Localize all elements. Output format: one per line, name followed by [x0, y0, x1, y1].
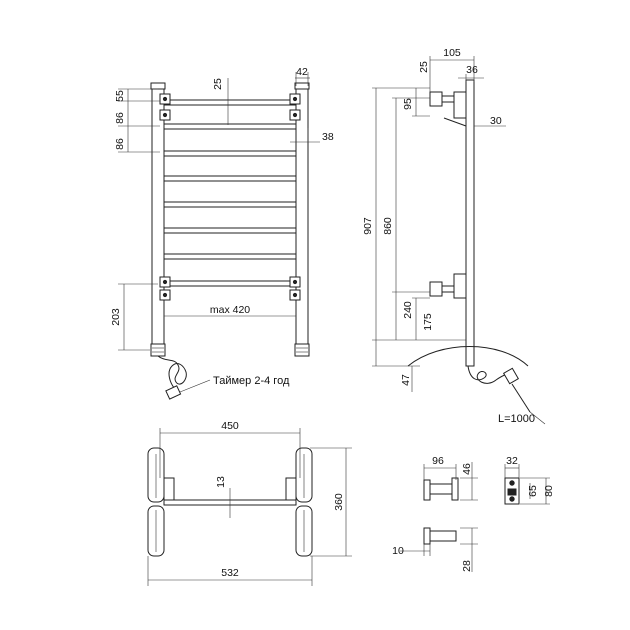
dim-plate-width: 32 [506, 455, 518, 467]
cable-length-label: L=1000 [498, 413, 535, 425]
dim-lower-mount: 240 [402, 301, 414, 319]
dim-tube: 36 [466, 64, 478, 76]
upper-wall-plate [429, 91, 443, 107]
dim-overall-depth: 360 [333, 493, 345, 511]
side-cable [467, 365, 513, 384]
side-dimensions [372, 56, 506, 392]
right-foot-cap [294, 343, 310, 357]
bracket-detail: 96 46 32 65 80 10 28 [392, 455, 555, 572]
timer-cable [157, 355, 187, 391]
dim-hole-spacing: 65 [527, 485, 539, 497]
dim-lower-bracket: 175 [422, 313, 434, 331]
detail-wall-plate [423, 479, 431, 501]
left-top-cap [150, 82, 166, 90]
dim-depth-total: 105 [443, 47, 461, 59]
front-view: 25 42 55 86 86 38 203 max 420 Таймер 2-4… [110, 66, 334, 400]
top-dimensions [147, 428, 352, 586]
detail-dimensions [400, 462, 550, 572]
dim-bracket-gap: 25 [418, 61, 430, 73]
dim-total-height: 907 [362, 217, 374, 235]
top-bar-slots [155, 454, 305, 552]
floor-curve [407, 346, 529, 367]
side-upright [465, 79, 475, 367]
top-left-bracket [163, 477, 175, 503]
dim-tube-dia: 13 [215, 476, 227, 488]
top-view: 450 13 360 532 [147, 420, 352, 586]
right-upright [295, 85, 309, 353]
timer-leader [179, 379, 211, 393]
dim-stem: 10 [392, 545, 404, 557]
dim-top-gap: 25 [212, 78, 224, 90]
dim-detail-height: 46 [461, 463, 473, 475]
dim-spacing-1: 86 [114, 112, 126, 124]
dim-max-width: max 420 [210, 304, 250, 316]
dim-spacing-2: 86 [114, 138, 126, 150]
side-view: 105 25 36 95 30 907 860 240 175 47 L=100… [362, 47, 546, 425]
lower-wall-plate [429, 281, 443, 297]
front-dimensions [118, 72, 320, 351]
dim-bar-depth: 38 [322, 131, 334, 143]
dim-floor-gap: 47 [400, 374, 412, 386]
left-foot-cap [150, 343, 166, 357]
dim-side-width: 42 [296, 66, 308, 78]
top-right-bracket [285, 477, 297, 503]
rungs [163, 99, 297, 287]
right-top-cap [294, 82, 310, 90]
dim-mount-distance: 860 [382, 217, 394, 235]
dim-stem-height: 28 [461, 560, 473, 572]
dim-mount-width: 450 [221, 420, 239, 432]
dim-plate-height: 80 [543, 485, 555, 497]
dim-detail-length: 96 [432, 455, 444, 467]
dim-wall-offset: 30 [490, 115, 502, 127]
timer-plug [165, 385, 182, 400]
mounting-brackets [159, 93, 301, 301]
detail-stem-plate [423, 527, 431, 545]
dim-bottom-height: 203 [110, 308, 122, 326]
detail-stem [429, 530, 457, 542]
side-plug [502, 367, 520, 385]
dim-top-offset: 55 [114, 90, 126, 102]
timer-label: Таймер 2-4 год [213, 375, 290, 387]
dim-bracket-height: 95 [402, 98, 414, 110]
dim-overall-width: 532 [221, 567, 239, 579]
